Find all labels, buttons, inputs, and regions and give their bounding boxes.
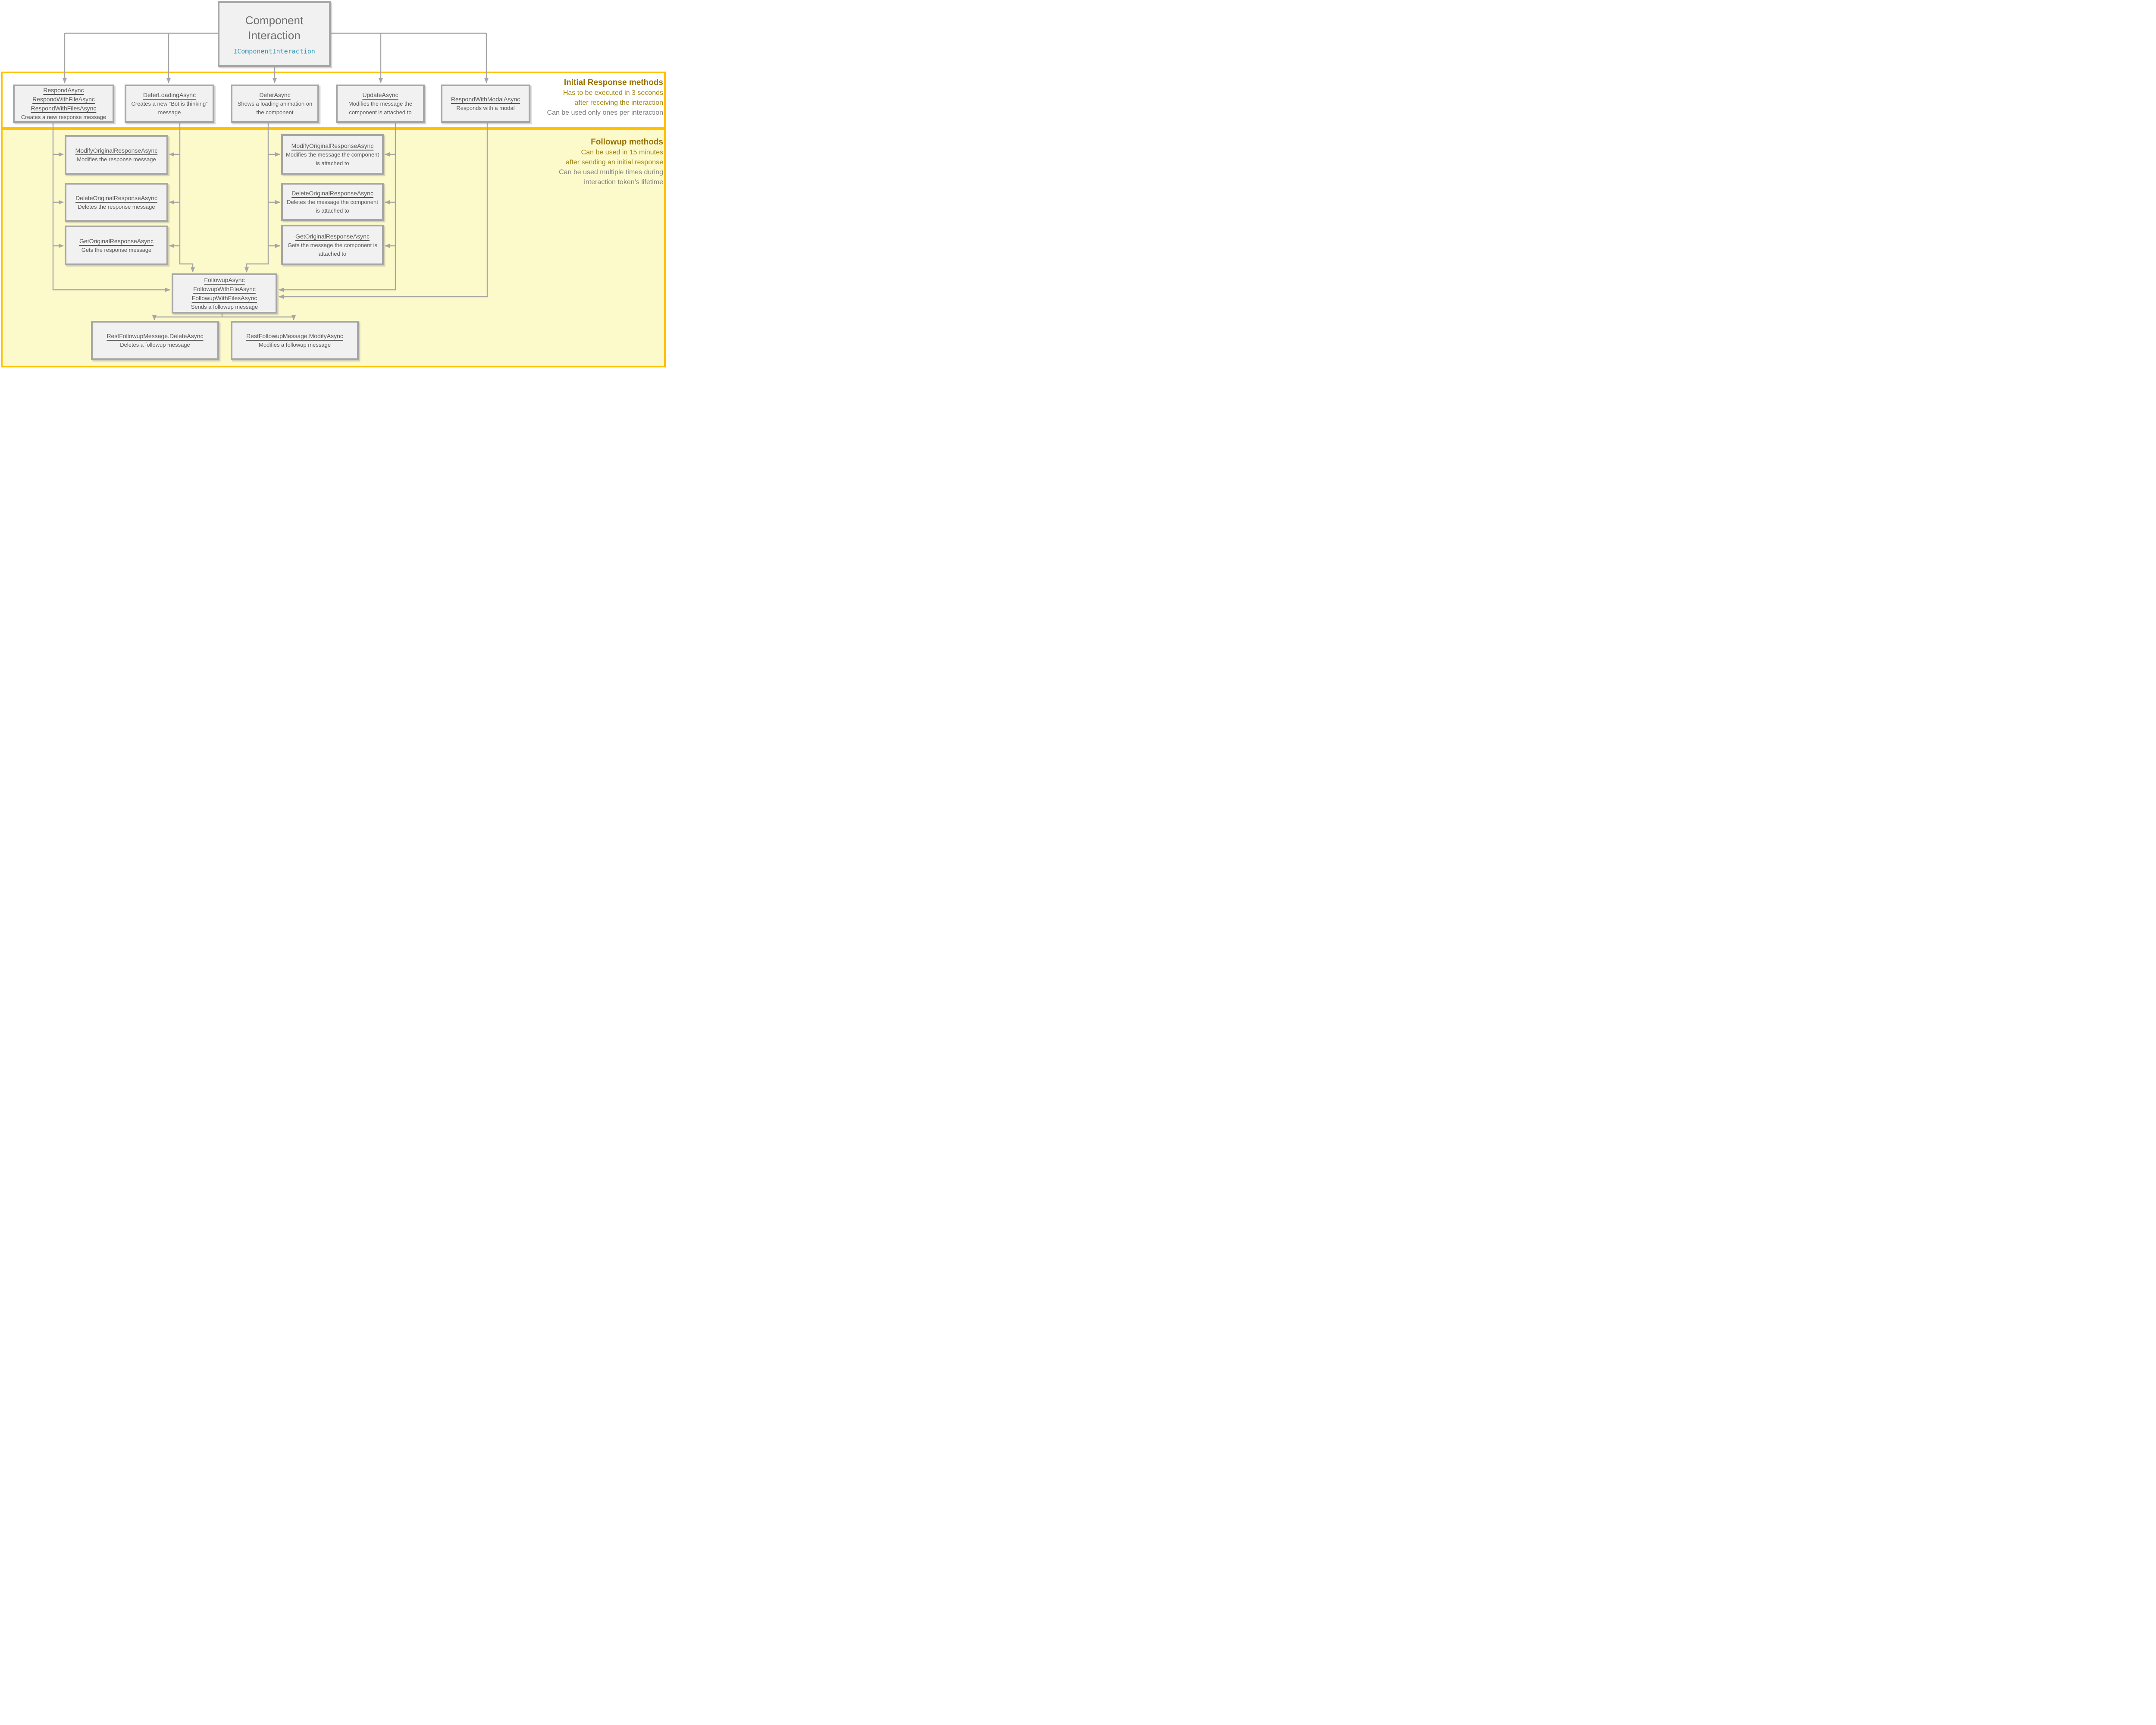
method-name: GetOriginalResponseAsync bbox=[79, 237, 154, 245]
method-name: RespondAsync bbox=[43, 87, 84, 94]
method-description: Creates a new response message bbox=[21, 114, 107, 120]
initial-section-title: Initial Response methods bbox=[564, 78, 663, 87]
node-followup-async: FollowupAsync FollowupWithFileAsync Foll… bbox=[172, 273, 277, 314]
method-description: Sends a followup message bbox=[191, 304, 258, 310]
method-name: GetOriginalResponseAsync bbox=[295, 232, 370, 240]
node-modify-original-response-mid: ModifyOriginalResponseAsync Modifies the… bbox=[281, 134, 384, 175]
followup-section-labels: Followup methods Can be used in 15 minut… bbox=[559, 137, 663, 187]
followup-section-title: Followup methods bbox=[591, 138, 663, 147]
root-title-line2: Interaction bbox=[248, 29, 301, 42]
method-name: ModifyOriginalResponseAsync bbox=[291, 142, 374, 149]
method-name: FollowupAsync bbox=[204, 276, 245, 283]
method-name: FollowupWithFileAsync bbox=[193, 285, 256, 292]
root-title-line1: Component bbox=[245, 14, 304, 27]
node-get-original-response-left: GetOriginalResponseAsync Gets the respon… bbox=[65, 226, 168, 265]
method-name: UpdateAsync bbox=[362, 91, 398, 98]
method-name: FollowupWithFilesAsync bbox=[191, 295, 257, 301]
method-name: RespondWithModalAsync bbox=[451, 96, 520, 103]
node-get-original-response-mid: GetOriginalResponseAsync Gets the messag… bbox=[281, 225, 384, 265]
method-description: Gets the response message bbox=[81, 246, 152, 253]
method-name: DeferLoadingAsync bbox=[143, 91, 196, 98]
method-description: Gets the message the component is attach… bbox=[287, 242, 378, 257]
method-description: Deletes a followup message bbox=[120, 342, 190, 348]
followup-section-note-gray: interaction token’s lifetime bbox=[584, 179, 663, 186]
followup-section-note-gold: Can be used in 15 minutes bbox=[581, 149, 663, 156]
node-defer-loading-async: DeferLoadingAsync Creates a new “Bot is … bbox=[125, 85, 214, 123]
node-delete-original-response-left: DeleteOriginalResponseAsync Deletes the … bbox=[65, 183, 168, 222]
followup-section-note-gold: after sending an initial response bbox=[566, 159, 663, 166]
method-description: Creates a new “Bot is thinking” message bbox=[131, 100, 208, 116]
method-description: Responds with a modal bbox=[456, 105, 515, 111]
node-rest-followup-delete: RestFollowupMessage.DeleteAsync Deletes … bbox=[91, 321, 219, 360]
method-description: Modifies the message the component is at… bbox=[348, 100, 413, 116]
node-update-async: UpdateAsync Modifies the message the com… bbox=[336, 85, 425, 123]
node-defer-async: DeferAsync Shows a loading animation on … bbox=[231, 85, 319, 123]
method-name: DeleteOriginalResponseAsync bbox=[75, 194, 157, 201]
method-name: DeleteOriginalResponseAsync bbox=[291, 189, 373, 197]
initial-section-note-gold: Has to be executed in 3 seconds bbox=[563, 89, 663, 97]
method-description: Shows a loading animation on the compone… bbox=[237, 100, 313, 116]
root-interface-name: IComponentInteraction bbox=[233, 47, 315, 55]
method-description: Modifies the message the component is at… bbox=[285, 151, 379, 166]
initial-section-note-gold: after receiving the interaction bbox=[574, 99, 663, 107]
initial-section-labels: Initial Response methods Has to be execu… bbox=[547, 78, 663, 118]
method-description: Deletes the response message bbox=[78, 203, 155, 210]
node-delete-original-response-mid: DeleteOriginalResponseAsync Deletes the … bbox=[281, 183, 384, 221]
method-name: RestFollowupMessage.DeleteAsync bbox=[107, 332, 204, 339]
node-modify-original-response-left: ModifyOriginalResponseAsync Modifies the… bbox=[65, 135, 168, 175]
followup-section-note-gray: Can be used multiple times during bbox=[559, 169, 663, 176]
node-component-interaction: Component Interaction IComponentInteract… bbox=[218, 1, 331, 67]
node-respond-async: RespondAsync RespondWithFileAsync Respon… bbox=[13, 85, 114, 123]
node-respond-with-modal-async: RespondWithModalAsync Responds with a mo… bbox=[441, 85, 530, 123]
method-description: Modifies the response message bbox=[77, 156, 156, 163]
method-name: RespondWithFileAsync bbox=[32, 96, 95, 103]
method-description: Modifies a followup message bbox=[259, 342, 331, 348]
method-name: ModifyOriginalResponseAsync bbox=[75, 147, 158, 154]
initial-section-note-gray: Can be used only ones per interaction bbox=[547, 109, 663, 116]
node-rest-followup-modify: RestFollowupMessage.ModifyAsync Modifies… bbox=[231, 321, 359, 360]
method-description: Deletes the message the component is att… bbox=[287, 198, 378, 214]
diagram-canvas: Component Interaction IComponentInteract… bbox=[0, 0, 667, 369]
method-name: RestFollowupMessage.ModifyAsync bbox=[246, 332, 343, 339]
method-name: DeferAsync bbox=[259, 91, 291, 98]
method-name: RespondWithFilesAsync bbox=[31, 105, 97, 112]
